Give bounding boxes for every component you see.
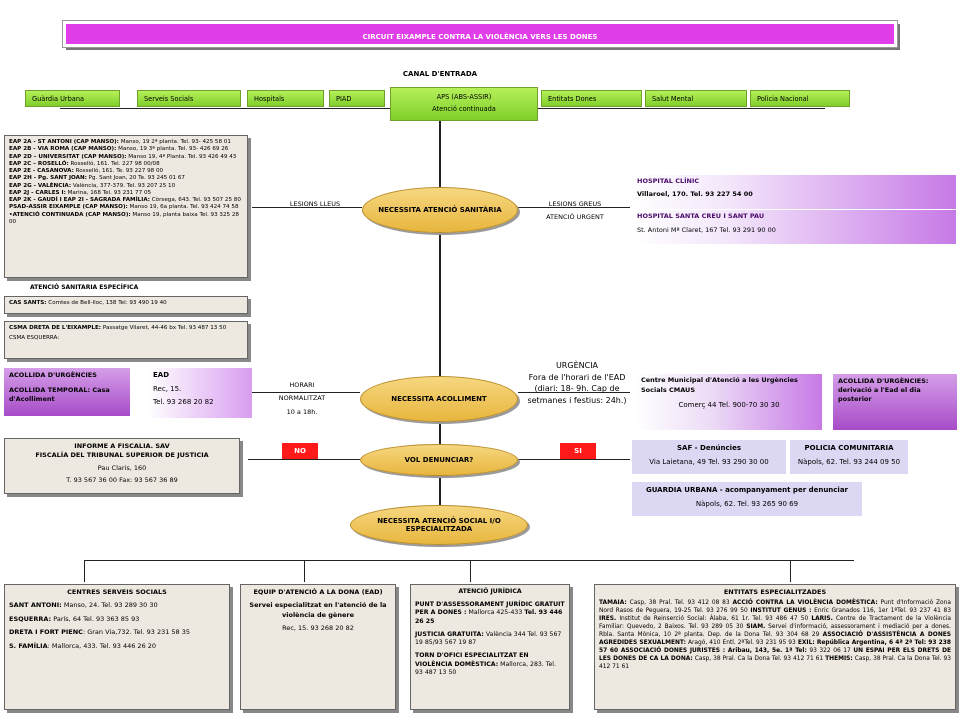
lesions-lleus-label: LESIONS LLEUS <box>289 200 341 208</box>
acollida-derivacio-box: ACOLLIDA D'URGÈNCIES: derivació a l'Ead … <box>833 374 957 430</box>
channel-entitats-dones[interactable]: Entitats Dones <box>541 90 642 107</box>
saf-box: SAF - Denúncies Via Laietana, 49 Tel. 93… <box>632 440 786 474</box>
oval-vol-denunciar: VOL DENUNCIAR? <box>360 444 518 476</box>
channel-aps[interactable]: APS (ABS-ASSIR) Atenció continuada <box>390 87 538 121</box>
channel-piad[interactable]: PIAD <box>329 90 385 107</box>
equip-atencio-dona-box: EQUIP D'ATENCIÓ A LA DONA (EAD) Servei e… <box>240 584 396 710</box>
line-left-acolliment <box>252 392 360 393</box>
canal-title: CANAL D'ENTRADA <box>402 70 478 78</box>
centre-row: ESQUERRA: París, 64 Tel. 93 363 85 93 <box>9 614 140 623</box>
aps-sub: Atenció continuada <box>432 105 496 113</box>
lesions-greus-label: LESIONS GREUS <box>548 200 602 208</box>
atencio-especifica-label: ATENCIÓ SANITARIA ESPECÍFICA <box>30 284 139 291</box>
centres-serveis-socials-box: CENTRES SERVEIS SOCIALS SANT ANTONI: Man… <box>4 584 230 710</box>
eap-row: EAP 2D – UNIVERSITAT (CAP MANSO): Manso … <box>9 153 237 160</box>
channel-guardia-urbana[interactable]: Guàrdia Urbana <box>25 90 120 107</box>
page-title: CIRCUIT EIXAMPLE CONTRA LA VIOLÈNCIA VER… <box>62 20 898 48</box>
eap-row: EAP 2B - VIA ROMA (CAP MANSO): Manso, 19… <box>9 146 229 153</box>
atencio-urgent-label: ATENCIÓ URGENT <box>546 213 604 221</box>
eap-row: EAP 2C – ROSELLÓ: Rosselló, 161. Tel. 22… <box>9 160 160 167</box>
channel-salut-mental[interactable]: Salut Mental <box>645 90 747 107</box>
line-right-denunciar <box>518 459 630 460</box>
urgencia-label: URGÈNCIA Fora de l'horari de l'EAD (diar… <box>527 361 627 405</box>
entitats-especialitzades-box: ENTITATS ESPECIALITZADES TAMAIA: Casp, 3… <box>594 584 956 710</box>
channel-policia-nacional[interactable]: Policia Nacional <box>750 90 850 107</box>
ead-box: EAD Rec, 15. Tel. 93 268 20 82 <box>148 368 252 418</box>
oval-atencio-sanitaria: NECESSITA ATENCIÓ SANITÀRIA <box>362 187 518 233</box>
line-right-sanitaria <box>518 207 630 208</box>
eap-row: EAP 2J - CARLES I: Marina, 168 Tel. 93 2… <box>9 189 152 196</box>
eap-list: EAP 2A - ST ANTONI (CAP MANSO): Manso, 1… <box>4 135 248 278</box>
hospital-sant-pau-box: HOSPITAL SANTA CREU I SANT PAU St. Anton… <box>632 210 956 244</box>
main-spine-line <box>439 108 441 508</box>
eap-row: EAP 2G - VALÈNCIA: València, 377-379. Te… <box>9 182 176 189</box>
centre-row: DRETA I FORT PIENC: Gran Via,732. Tel. 9… <box>9 628 191 637</box>
eap-row: EAP 2K - GAUDÍ I EAP 2I - SAGRADA FAMÍLI… <box>9 197 241 204</box>
csma-box: CSMA DRETA DE L'EIXAMPLE: Passatge Vilar… <box>4 321 248 359</box>
line-bottom-horizontal <box>84 560 854 561</box>
fiscalia-box: INFORME A FISCALIA. SAV FISCALÍA DEL TRI… <box>4 438 240 494</box>
channel-serveis-socials[interactable]: Serveis Socials <box>137 90 241 107</box>
si-tag: SI <box>560 443 596 459</box>
line-drop-juridica <box>470 560 471 582</box>
eap-row: PSAD-ASSIR EIXAMPLE (CAP MANSO): Manso 1… <box>9 204 239 211</box>
line-right-acolliment <box>518 392 630 393</box>
eap-row: •ATENCIÓ CONTINUADA (CAP MANSO): Manso 1… <box>9 211 239 225</box>
policia-comunitaria-box: POLICIA COMUNITARIA Nàpols, 62. Tel. 93 … <box>790 440 908 474</box>
aps-title: APS (ABS-ASSIR) <box>436 93 492 101</box>
line-drop-entitats <box>790 560 791 582</box>
atencio-juridica-box: ATENCIÓ JURÍDICA PUNT D'ASSESSORAMENT JU… <box>410 584 570 710</box>
oval-atencio-social: NECESSITA ATENCIÓ SOCIAL I/O ESPECIALITZ… <box>350 505 528 545</box>
eap-row: EAP 2A - ST ANTONI (CAP MANSO): Manso, 1… <box>9 139 231 145</box>
centre-row: SANT ANTONI: Manso, 24. Tel. 93 289 30 3… <box>9 601 158 610</box>
eap-row: EAP 2H - Pg. SANT JOAN: Pg. Sant Joan, 2… <box>9 175 185 182</box>
line-drop-equip <box>304 560 305 582</box>
guardia-acompanyament-box: GUARDIA URBANA - acompanyament per denun… <box>632 482 862 516</box>
acollida-urgencies-box: ACOLLIDA D'URGÈNCIES ACOLLIDA TEMPORAL: … <box>4 368 130 416</box>
line-left-denunciar <box>248 459 360 460</box>
cas-sants-box: CAS SANTS: Comtes de Bell-lloc, 138 Tel:… <box>4 296 248 314</box>
channel-hospitals[interactable]: Hospitals <box>247 90 324 107</box>
hospital-clinic-box: HOSPITAL CLÍNIC Villaroel, 170. Tel. 93 … <box>632 175 956 209</box>
no-tag: NO <box>282 443 318 459</box>
oval-acolliment: NECESSITA ACOLLIMENT <box>360 376 518 422</box>
line-drop-centres <box>84 560 85 582</box>
line-left-sanitaria <box>252 207 362 208</box>
cmaus-box: Centre Municipal d'Atenció a les Urgènci… <box>636 374 822 430</box>
eap-row: EAP 2E - CASANOVA: Rosselló, 161. Te. 93… <box>9 168 164 175</box>
centre-row: S. FAMÍLIA: Mallorca, 433. Tel. 93 446 2… <box>9 641 157 650</box>
